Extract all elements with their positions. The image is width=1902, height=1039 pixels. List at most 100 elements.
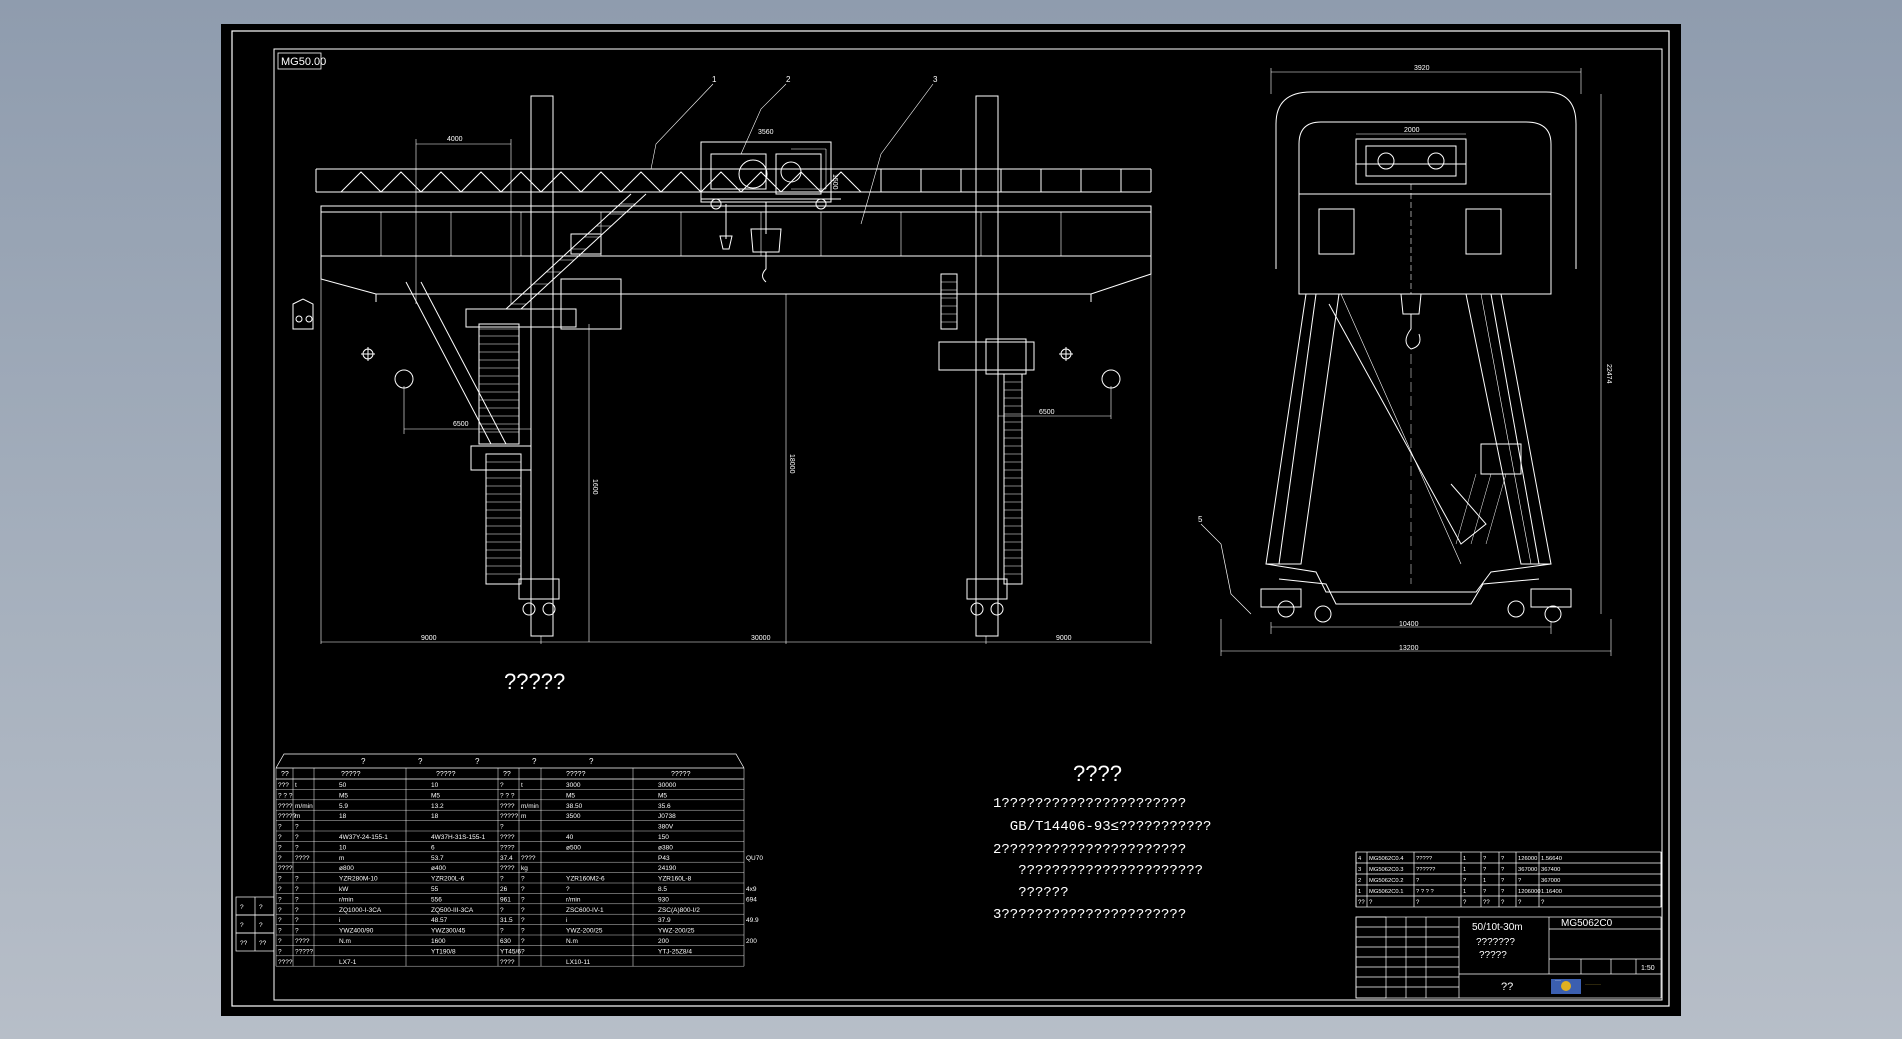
spec-cell: 4W37Y-24-155-1 (339, 834, 388, 841)
title-sub2: ????? (1479, 950, 1507, 961)
spec-cell: ???? (521, 855, 536, 862)
spec-cell: 37.4 (500, 855, 513, 862)
spec-top-header: ? (589, 757, 594, 766)
spec-cell: 37.9 (658, 917, 671, 924)
spec-cell: ø400 (431, 865, 446, 872)
parts-cell: ? (1416, 878, 1420, 884)
spec-cell: YT45/6 (500, 948, 521, 955)
spec-cell: 5.9 (339, 803, 348, 810)
spec-cell: ? (278, 886, 282, 893)
spec-cell: 18 (339, 813, 347, 820)
strip-cell: ? (240, 904, 244, 911)
spec-cell: 10 (339, 844, 347, 851)
spec-cell: ???? (295, 855, 310, 862)
spec-cell: 55 (431, 886, 439, 893)
sheet-label: ?? (1501, 981, 1513, 993)
outer-frame (231, 30, 1670, 1007)
spec-cell: YTJ-25Z8/4 (658, 948, 692, 955)
parts-cell: 1 (1483, 878, 1486, 884)
spec-cell: t (295, 782, 297, 789)
spec-cell: 53.7 (431, 855, 444, 862)
parts-header: ? (1416, 900, 1420, 906)
spec-cell: ? (521, 928, 525, 935)
code-tag: MG50.00 (281, 56, 326, 68)
dim-9000-left: 9000 (421, 635, 437, 642)
parts-cell: 1 (1358, 889, 1361, 895)
parts-cell: ? (1483, 889, 1487, 895)
spec-cell: ???? (278, 959, 293, 966)
spec-cell: ? (500, 928, 504, 935)
spec-cell: ? (521, 938, 525, 945)
spec-cell: 556 (431, 896, 442, 903)
dim-30000: 30000 (751, 635, 771, 642)
company-logo-text: ··· (1555, 978, 1561, 984)
strip-cell: ? (240, 922, 244, 929)
spec-cell: YWZ300/45 (431, 928, 466, 935)
spec-cell: ? (278, 824, 282, 831)
parts-cell: ?????? (1416, 867, 1436, 873)
spec-cell: ? ? ? (278, 792, 293, 799)
parts-cell: 2 (1358, 878, 1361, 884)
parts-cell: ? (1501, 856, 1505, 862)
spec-cell: 10 (431, 782, 439, 789)
parts-header: ?? (1483, 900, 1490, 906)
parts-cell: ? (1501, 889, 1505, 895)
spec-cell: r/min (339, 896, 354, 903)
drawing-sheet: MG50.00 (221, 24, 1681, 1016)
company-name: ········ (1585, 982, 1601, 988)
spec-cell: ????? (278, 813, 296, 820)
spec-cell: ? (295, 824, 299, 831)
spec-cell: ? (500, 824, 504, 831)
spec-col-header: ????? (566, 771, 586, 778)
scale: 1:50 (1641, 965, 1655, 972)
spec-cell: ø380 (658, 844, 673, 851)
parts-cell: ? ? ? ? (1416, 889, 1435, 895)
spec-cell: 35.6 (658, 803, 671, 810)
left-strip: ???????? (235, 896, 275, 952)
spec-cell: 24190 (658, 865, 676, 872)
spec-cell: 930 (658, 896, 669, 903)
spec-cell: ? (500, 782, 504, 789)
parts-cell: ? (1518, 878, 1522, 884)
spec-top-header: ? (475, 757, 480, 766)
parts-cell: 1206000 (1518, 889, 1541, 895)
spec-col-header: ????? (671, 771, 691, 778)
spec-cell: ? (521, 948, 525, 955)
spec-cell: t (521, 782, 523, 789)
note-line-4: ?????????????????????? (993, 863, 1203, 879)
parts-cell: 4 (1358, 856, 1362, 862)
strip-cell: ?? (259, 940, 267, 947)
spec-cell: 18 (431, 813, 439, 820)
spec-cell: 48.57 (431, 917, 448, 924)
dim-10400: 10400 (1399, 621, 1419, 628)
title-sub1: ??????? (1476, 937, 1515, 948)
spec-cell: ? (295, 876, 299, 883)
parts-cell: ? (1463, 878, 1467, 884)
parts-header: ? (1463, 900, 1467, 906)
strip-cell: ? (259, 904, 263, 911)
note-line-1: 1?????????????????????? (993, 796, 1186, 812)
spec-cell: ? ? ? (500, 792, 515, 799)
spec-cell: ? (295, 907, 299, 914)
note-line-5: ?????? (993, 885, 1069, 901)
spec-cell: 30000 (658, 782, 676, 789)
spec-cell: ???? (500, 959, 515, 966)
spec-cell: kW (339, 886, 349, 893)
parts-cell: MG5062C0.2 (1369, 878, 1403, 884)
note-line-3: 2?????????????????????? (993, 842, 1186, 858)
spec-cell: LX7-1 (339, 959, 357, 966)
spec-cell: ? (295, 917, 299, 924)
parts-cell: ? (1501, 867, 1505, 873)
parts-cell: 367000 (1518, 867, 1537, 873)
title-block (1355, 916, 1662, 999)
dim-9000-right: 9000 (1056, 635, 1072, 642)
callout-2: 2 (786, 75, 791, 84)
side-dim-labels: 3920 2000 22474 10400 13200 5 (1198, 65, 1612, 652)
spec-cell: ? (278, 928, 282, 935)
parts-cell: MG5062C0.4 (1369, 856, 1404, 862)
title-block-text: 50/10t-30m ??????? ????? MG5062C0 1:50 ?… (1472, 918, 1655, 993)
spec-cell: ? (521, 876, 525, 883)
spec-cell: 49.9 (746, 917, 759, 924)
spec-cell: 4W37H-31S-155-1 (431, 834, 486, 841)
